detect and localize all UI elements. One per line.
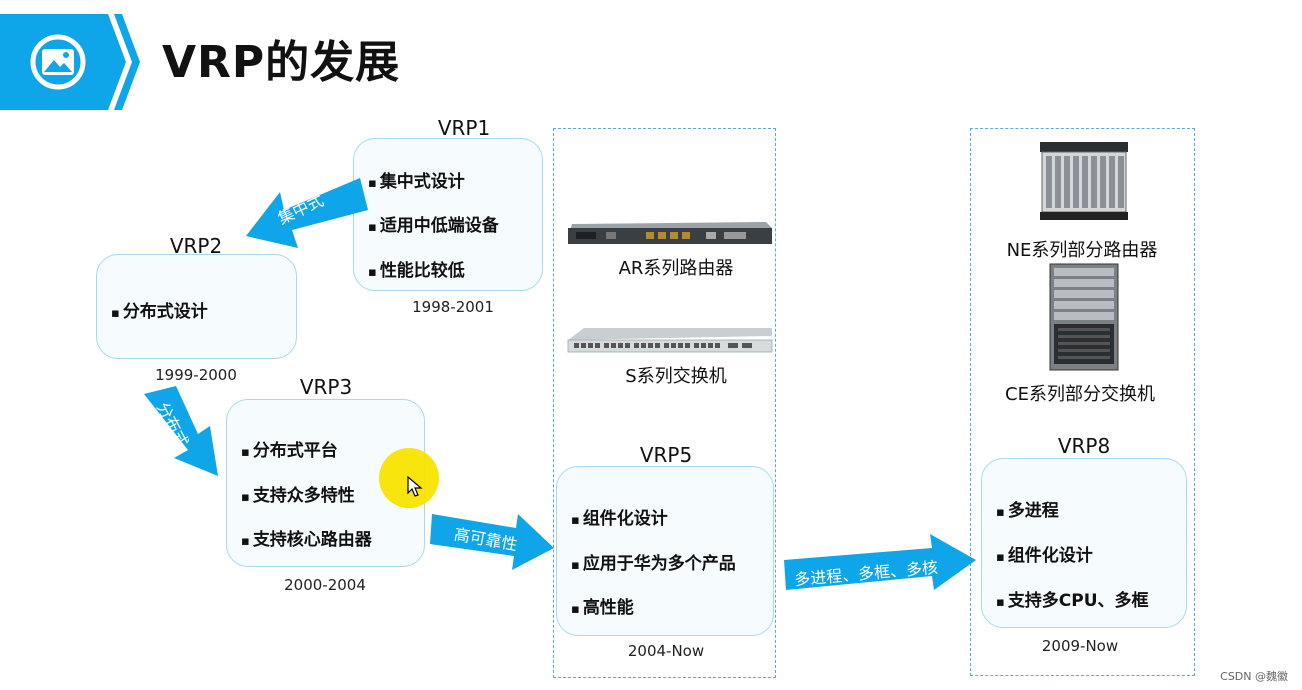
ne-router-image [1040, 142, 1128, 220]
vrp1-label: VRP1 [437, 116, 491, 140]
vrp3-label: VRP3 [299, 375, 353, 399]
vrp5-date: 2004-Now [627, 642, 705, 660]
vrp3-date: 2000-2004 [284, 576, 366, 594]
feature-item: 组件化设计 [571, 504, 668, 529]
feature-item: 应用于华为多个产品 [571, 549, 736, 574]
feature-item: 分布式平台 [241, 436, 338, 461]
feature-item: 集中式设计 [368, 167, 465, 192]
arrow-distributed [144, 386, 218, 476]
ce-switch-image [1049, 263, 1119, 371]
feature-item: 高性能 [571, 593, 634, 618]
ce-switch-label: CE系列部分交换机 [1005, 384, 1155, 405]
ar-router-label: AR系列路由器 [618, 258, 734, 279]
arrow-centralized [246, 178, 368, 248]
vrp3-box: 分布式平台 支持众多特性 支持核心路由器 [226, 399, 425, 567]
header-badge [0, 14, 140, 110]
vrp5-box: 组件化设计 应用于华为多个产品 高性能 [556, 466, 774, 636]
vrp8-label: VRP8 [1057, 434, 1111, 458]
feature-item: 分布式设计 [111, 297, 208, 322]
arrow-high-reliability [430, 514, 554, 570]
feature-item: 适用中低端设备 [368, 211, 499, 236]
arrow-multi-process [784, 534, 976, 590]
image-icon [30, 34, 86, 90]
mouse-cursor-icon [407, 476, 423, 497]
feature-item: 性能比较低 [368, 256, 465, 281]
vrp8-group-frame [970, 128, 1195, 676]
ne-router-label: NE系列部分路由器 [1006, 240, 1158, 261]
feature-item: 多进程 [996, 496, 1059, 521]
feature-item: 支持核心路由器 [241, 525, 372, 550]
vrp5-group-frame [553, 128, 776, 678]
s-switch-image [567, 328, 773, 353]
feature-item: 支持多CPU、多框 [996, 586, 1149, 611]
ar-router-image [568, 222, 772, 244]
vrp2-box: 分布式设计 [96, 254, 297, 359]
vrp5-label: VRP5 [639, 443, 693, 467]
s-switch-label: S系列交换机 [625, 366, 727, 387]
feature-item: 组件化设计 [996, 541, 1093, 566]
vrp1-box: 集中式设计 适用中低端设备 性能比较低 [353, 138, 543, 291]
vrp1-date: 1998-2001 [412, 298, 494, 316]
feature-item: 支持众多特性 [241, 481, 355, 506]
vrp2-date: 1999-2000 [155, 366, 237, 384]
vrp8-date: 2009-Now [1041, 637, 1119, 655]
vrp8-box: 多进程 组件化设计 支持多CPU、多框 [981, 458, 1187, 628]
page-title: VRP的发展 [162, 37, 401, 88]
watermark: CSDN @魏徽 [1220, 670, 1288, 683]
